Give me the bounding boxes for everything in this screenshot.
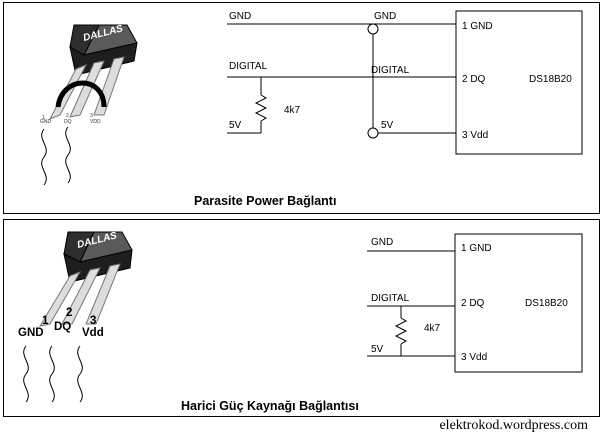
gnd-label: GND — [229, 11, 251, 22]
ic-pin2-label: 2 DQ — [461, 298, 485, 309]
chip-pin-label: DQ — [64, 119, 72, 125]
vdd-junction — [367, 127, 379, 139]
parasite-caption: Parasite Power Bağlantı — [194, 194, 336, 208]
ic-pin3-label: 3 Vdd — [462, 130, 488, 141]
external-schematic: GND DIGITAL 4k7 5V 1 GND 2 DQ 3 Vdd DS18… — [367, 233, 583, 373]
chip-pin-name: GND — [18, 327, 44, 339]
digital-label: DIGITAL — [229, 61, 268, 72]
chip-pin-name: DQ — [54, 321, 71, 333]
resistor-label: 4k7 — [424, 323, 441, 334]
site-credit: elektrokod.wordpress.com — [439, 418, 588, 433]
ic-pin2-label: 2 DQ — [462, 74, 486, 85]
chip-pin-number: 2 — [66, 307, 72, 319]
chip-pin-number: 3 — [90, 113, 93, 119]
ic-pin1-label: 1 GND — [462, 21, 493, 32]
chip-pin-number: 1 — [42, 115, 45, 121]
ic-pin1-label: 1 GND — [461, 243, 492, 254]
junction-digital-label: DIGITAL — [371, 65, 410, 76]
junction-gnd-label: GND — [374, 11, 396, 22]
chip-pin-name: Vdd — [82, 327, 104, 339]
chip-pin-number: 1 — [42, 315, 49, 327]
parasite-power-diagram: DALLAS 1 2 3 GND DQ VDD GND DIGITAL — [40, 10, 583, 208]
ic-pin3-label: 3 Vdd — [461, 352, 487, 363]
gnd-label: GND — [371, 237, 393, 248]
ds18b20-ic — [455, 10, 583, 155]
parasite-schematic: GND DIGITAL 4k7 5V GND DIGITAL 5V 1 GND … — [227, 10, 583, 155]
ds18b20-chip-illustration: DALLAS 1 2 3 GND DQ VDD — [40, 23, 138, 186]
ic-name-label: DS18B20 — [529, 74, 572, 85]
v5-label: 5V — [229, 120, 242, 131]
external-power-diagram: DALLAS 1 2 3 GND DQ Vdd GND DIGITAL 4k7 … — [18, 230, 583, 413]
chip-pin-label: GND — [40, 119, 52, 125]
chip-pin-number: 2 — [66, 113, 69, 119]
ds18b20-ic — [454, 233, 583, 373]
chip-pin-number: 3 — [90, 315, 96, 327]
external-caption: Harici Güç Kaynağı Bağlantısı — [181, 399, 359, 413]
v5-label: 5V — [371, 344, 384, 355]
ic-name-label: DS18B20 — [525, 298, 568, 309]
chip-pin-label: VDD — [90, 119, 101, 125]
digital-label: DIGITAL — [371, 293, 410, 304]
gnd-junction — [367, 23, 379, 35]
parasite-power-panel: DALLAS 1 2 3 GND DQ VDD GND DIGITAL — [3, 2, 600, 214]
external-power-panel: DALLAS 1 2 3 GND DQ Vdd GND DIGITAL 4k7 … — [3, 219, 600, 417]
junction-v5-label: 5V — [381, 120, 394, 131]
ds18b20-chip-illustration: DALLAS 1 2 3 GND DQ Vdd — [18, 230, 133, 403]
resistor-label: 4k7 — [284, 105, 301, 116]
